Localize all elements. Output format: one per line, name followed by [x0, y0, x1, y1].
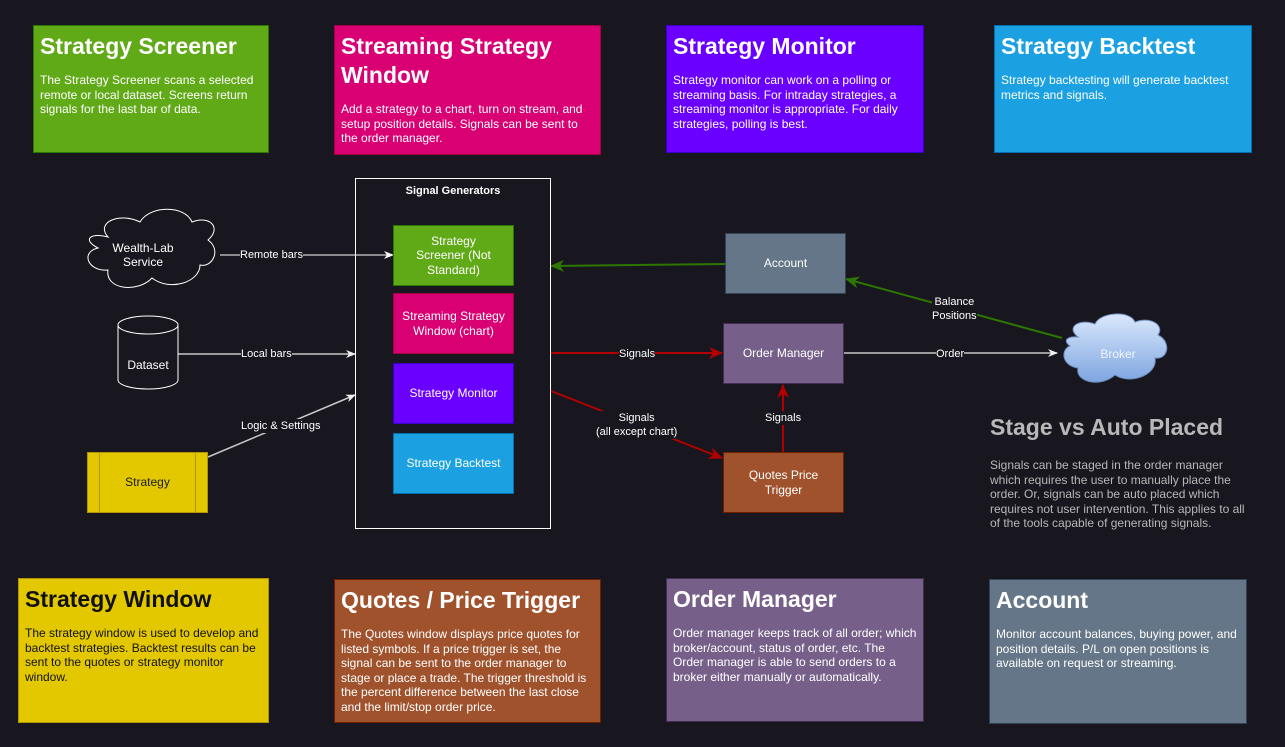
card-title: Strategy Monitor	[673, 33, 856, 59]
card-body: The strategy window is used to develop a…	[25, 626, 259, 684]
edge-label-logic-settings: Logic & Settings	[241, 419, 321, 433]
note-stage-vs-auto: Stage vs Auto Placed Signals can be stag…	[990, 413, 1255, 531]
dataset: Dataset	[127, 357, 169, 372]
wealth-lab-service: Wealth-Lab Service	[112, 240, 174, 270]
card-quotes-price-trigger: Quotes / Price Trigger The Quotes window…	[334, 579, 601, 723]
node-strategy-screener[interactable]: Strategy Screener (Not Standard)	[393, 225, 514, 286]
card-title: Streaming Strategy Window	[341, 33, 552, 88]
card-body: Order manager keeps track of all order; …	[673, 626, 917, 684]
edge-label-signals-up: Signals	[765, 411, 802, 425]
card-title: Strategy Window	[25, 586, 212, 612]
edge-label-balance-positions: Balance Positions	[932, 295, 977, 323]
edge-label-signals-om: Signals	[619, 347, 656, 361]
card-body: The Strategy Screener scans a selected r…	[40, 73, 254, 117]
card-strategy-window: Strategy Window The strategy window is u…	[18, 578, 269, 723]
node-strategy-backtest[interactable]: Strategy Backtest	[393, 433, 514, 494]
strategy: Strategy	[125, 474, 170, 489]
card-title: Order Manager	[673, 586, 837, 612]
strategy-shape	[87, 452, 208, 513]
note-body: Signals can be staged in the order manag…	[990, 458, 1245, 531]
wealth-lab-cloud-shape	[87, 208, 216, 288]
node-streaming-strategy-window[interactable]: Streaming Strategy Window (chart)	[393, 293, 514, 354]
node-order-manager[interactable]: Order Manager	[723, 323, 844, 384]
node-quotes-price-trigger[interactable]: Quotes Price Trigger	[723, 452, 844, 513]
card-title: Strategy Screener	[40, 33, 237, 59]
card-order-manager: Order Manager Order manager keeps track …	[666, 578, 924, 722]
edge-label-order: Order	[936, 347, 965, 361]
card-strategy-backtest: Strategy Backtest Strategy backtesting w…	[994, 25, 1252, 153]
node-broker[interactable]: Broker	[1100, 346, 1136, 361]
card-body: Add a strategy to a chart, turn on strea…	[341, 102, 583, 146]
card-account: Account Monitor account balances, buying…	[989, 579, 1247, 724]
card-body: Monitor account balances, buying power, …	[996, 627, 1237, 671]
card-body: Strategy monitor can work on a polling o…	[673, 73, 898, 131]
card-strategy-monitor: Strategy Monitor Strategy monitor can wo…	[666, 25, 924, 153]
card-title: Account	[996, 587, 1088, 613]
broker-cloud-shape	[1063, 313, 1168, 383]
card-title: Strategy Backtest	[1001, 33, 1196, 59]
edge-label-local-bars: Local bars	[241, 347, 292, 361]
account-to-screener-edge	[550, 259, 726, 272]
signal-generators-group	[355, 178, 551, 529]
card-streaming-strategy-window: Streaming Strategy Window Add a strategy…	[334, 25, 601, 155]
signal-generators-title: Signal Generators	[405, 185, 501, 197]
note-title: Stage vs Auto Placed	[990, 414, 1224, 440]
card-title: Quotes / Price Trigger	[341, 587, 581, 613]
card-strategy-screener: Strategy Screener The Strategy Screener …	[33, 25, 269, 153]
edge-label-signals-quotes: Signals (all except chart)	[596, 411, 678, 439]
card-body: The Quotes window displays price quotes …	[341, 627, 587, 714]
card-body: Strategy backtesting will generate backt…	[1001, 73, 1229, 102]
edge-label-remote-bars: Remote bars	[240, 248, 303, 262]
node-strategy-monitor[interactable]: Strategy Monitor	[393, 363, 514, 424]
node-account[interactable]: Account	[725, 233, 846, 294]
dataset-cylinder-shape	[117, 325, 179, 390]
